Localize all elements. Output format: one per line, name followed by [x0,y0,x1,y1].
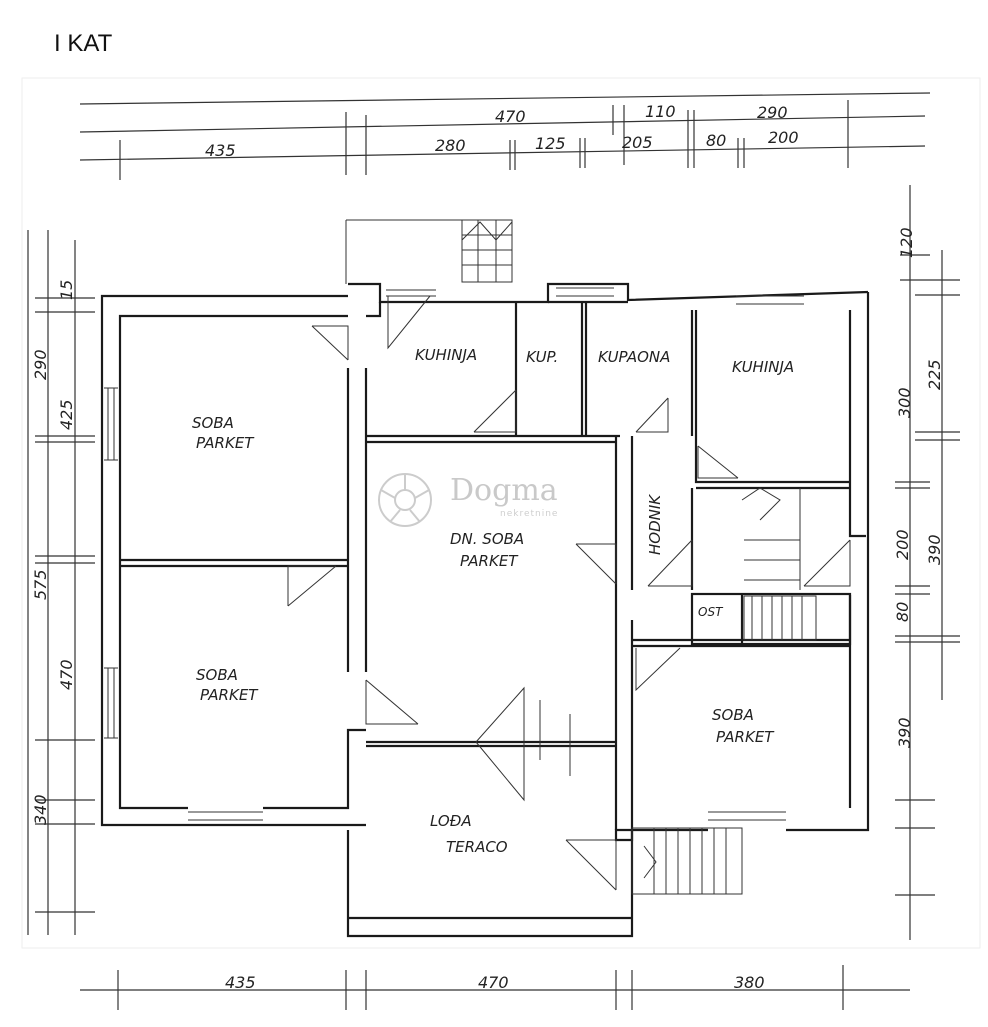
dim-right-390-lower: 390 [895,717,914,748]
dim-right-120: 120 [897,227,916,258]
dim-top-205: 205 [622,133,653,152]
dim-left-15: 15 [57,280,76,300]
walls [100,282,870,938]
left-dimensions [27,230,95,935]
room-label-soba-bottom-floor: PARKET [200,686,259,704]
room-label-kupaona: KUPAONA [598,348,670,366]
room-label-dn-soba: DN. SOBA [450,530,524,548]
top-dimensions [79,92,931,180]
watermark-sub: nekretnine [500,509,558,519]
bottom-dimension-labels: 435 470 380 [225,973,765,992]
dim-bottom-380: 380 [734,973,765,992]
dim-top-280: 280 [435,136,466,155]
dim-right-390: 390 [925,534,944,565]
watermark-logo-icon [378,473,432,527]
room-labels: SOBA PARKET SOBA PARKET KUHINJA KUP. KUP… [192,346,794,856]
dim-left-470: 470 [57,659,76,690]
dim-bottom-435: 435 [225,973,256,992]
room-label-soba-right-floor: PARKET [716,728,775,746]
watermark-brand: Dogma [450,473,558,508]
dim-left-340: 340 [31,794,50,825]
room-label-kuhinja-right: KUHINJA [732,358,794,376]
dim-right-200: 200 [893,529,912,560]
room-label-soba-bottom: SOBA [196,666,238,684]
dim-top-435: 435 [205,141,236,160]
dim-top-470: 470 [495,107,526,126]
right-dimensions [895,185,960,940]
room-label-hodnik: HODNIK [646,494,664,555]
room-label-loda: LOĐA [430,812,472,830]
dim-left-425: 425 [57,399,76,430]
room-label-kup: KUP. [526,348,558,366]
dim-top-80: 80 [706,131,726,150]
room-label-soba-right: SOBA [712,706,754,724]
left-dimension-labels: 15 290 425 575 470 340 [31,280,76,825]
dim-bottom-470: 470 [478,973,509,992]
dim-right-300: 300 [895,387,914,418]
dim-right-225: 225 [925,359,944,390]
dim-left-575: 575 [31,569,50,600]
dim-top-290: 290 [757,103,788,122]
dim-top-110: 110 [645,102,676,121]
room-label-soba-top: SOBA [192,414,234,432]
room-label-dn-soba-floor: PARKET [460,552,519,570]
dim-left-290: 290 [31,349,50,380]
windows [104,287,804,821]
room-label-ost: OST [698,605,724,619]
room-label-soba-top-floor: PARKET [196,434,255,452]
page-title: I KAT [54,30,113,57]
top-dimension-labels: 470 110 290 435 280 125 205 80 200 [205,102,799,160]
watermark: Dogma nekretnine [378,473,558,527]
bottom-dimensions [80,965,910,1010]
doors [287,295,851,891]
dim-top-125: 125 [535,134,566,153]
dim-top-200: 200 [768,128,799,147]
right-dimension-labels: 120 300 225 200 390 80 390 [893,227,944,748]
room-label-loda-floor: TERACO [446,838,508,856]
dim-right-80: 80 [893,602,912,622]
room-label-kuhinja-left: KUHINJA [415,346,477,364]
stairs [345,219,817,895]
